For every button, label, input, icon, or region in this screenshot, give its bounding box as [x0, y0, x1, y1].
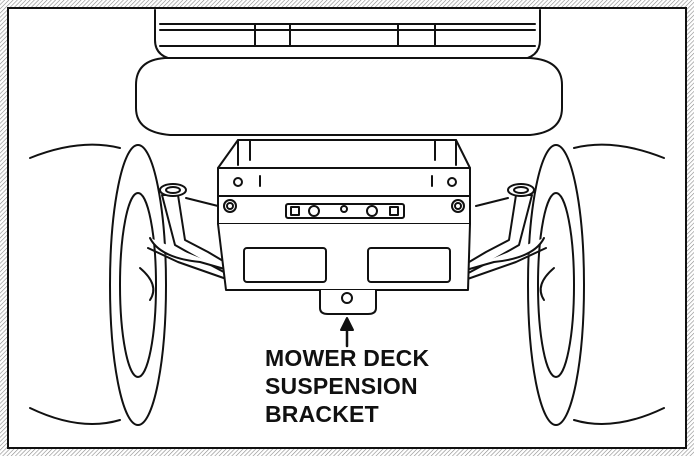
rear-fender [135, 57, 563, 136]
right-lift-arm [458, 183, 555, 301]
callout-line-2: SUSPENSION [265, 373, 418, 399]
callout-line-3: BRACKET [265, 401, 379, 427]
left-tire [29, 143, 167, 426]
suspension-bracket [319, 289, 377, 315]
callout-arrow [340, 317, 354, 348]
callout-label: MOWER DECK SUSPENSION BRACKET [265, 344, 429, 428]
deck-housing [217, 139, 471, 291]
tractor-seat [154, 9, 541, 61]
callout-line-1: MOWER DECK [265, 345, 430, 371]
right-tire [527, 143, 665, 426]
